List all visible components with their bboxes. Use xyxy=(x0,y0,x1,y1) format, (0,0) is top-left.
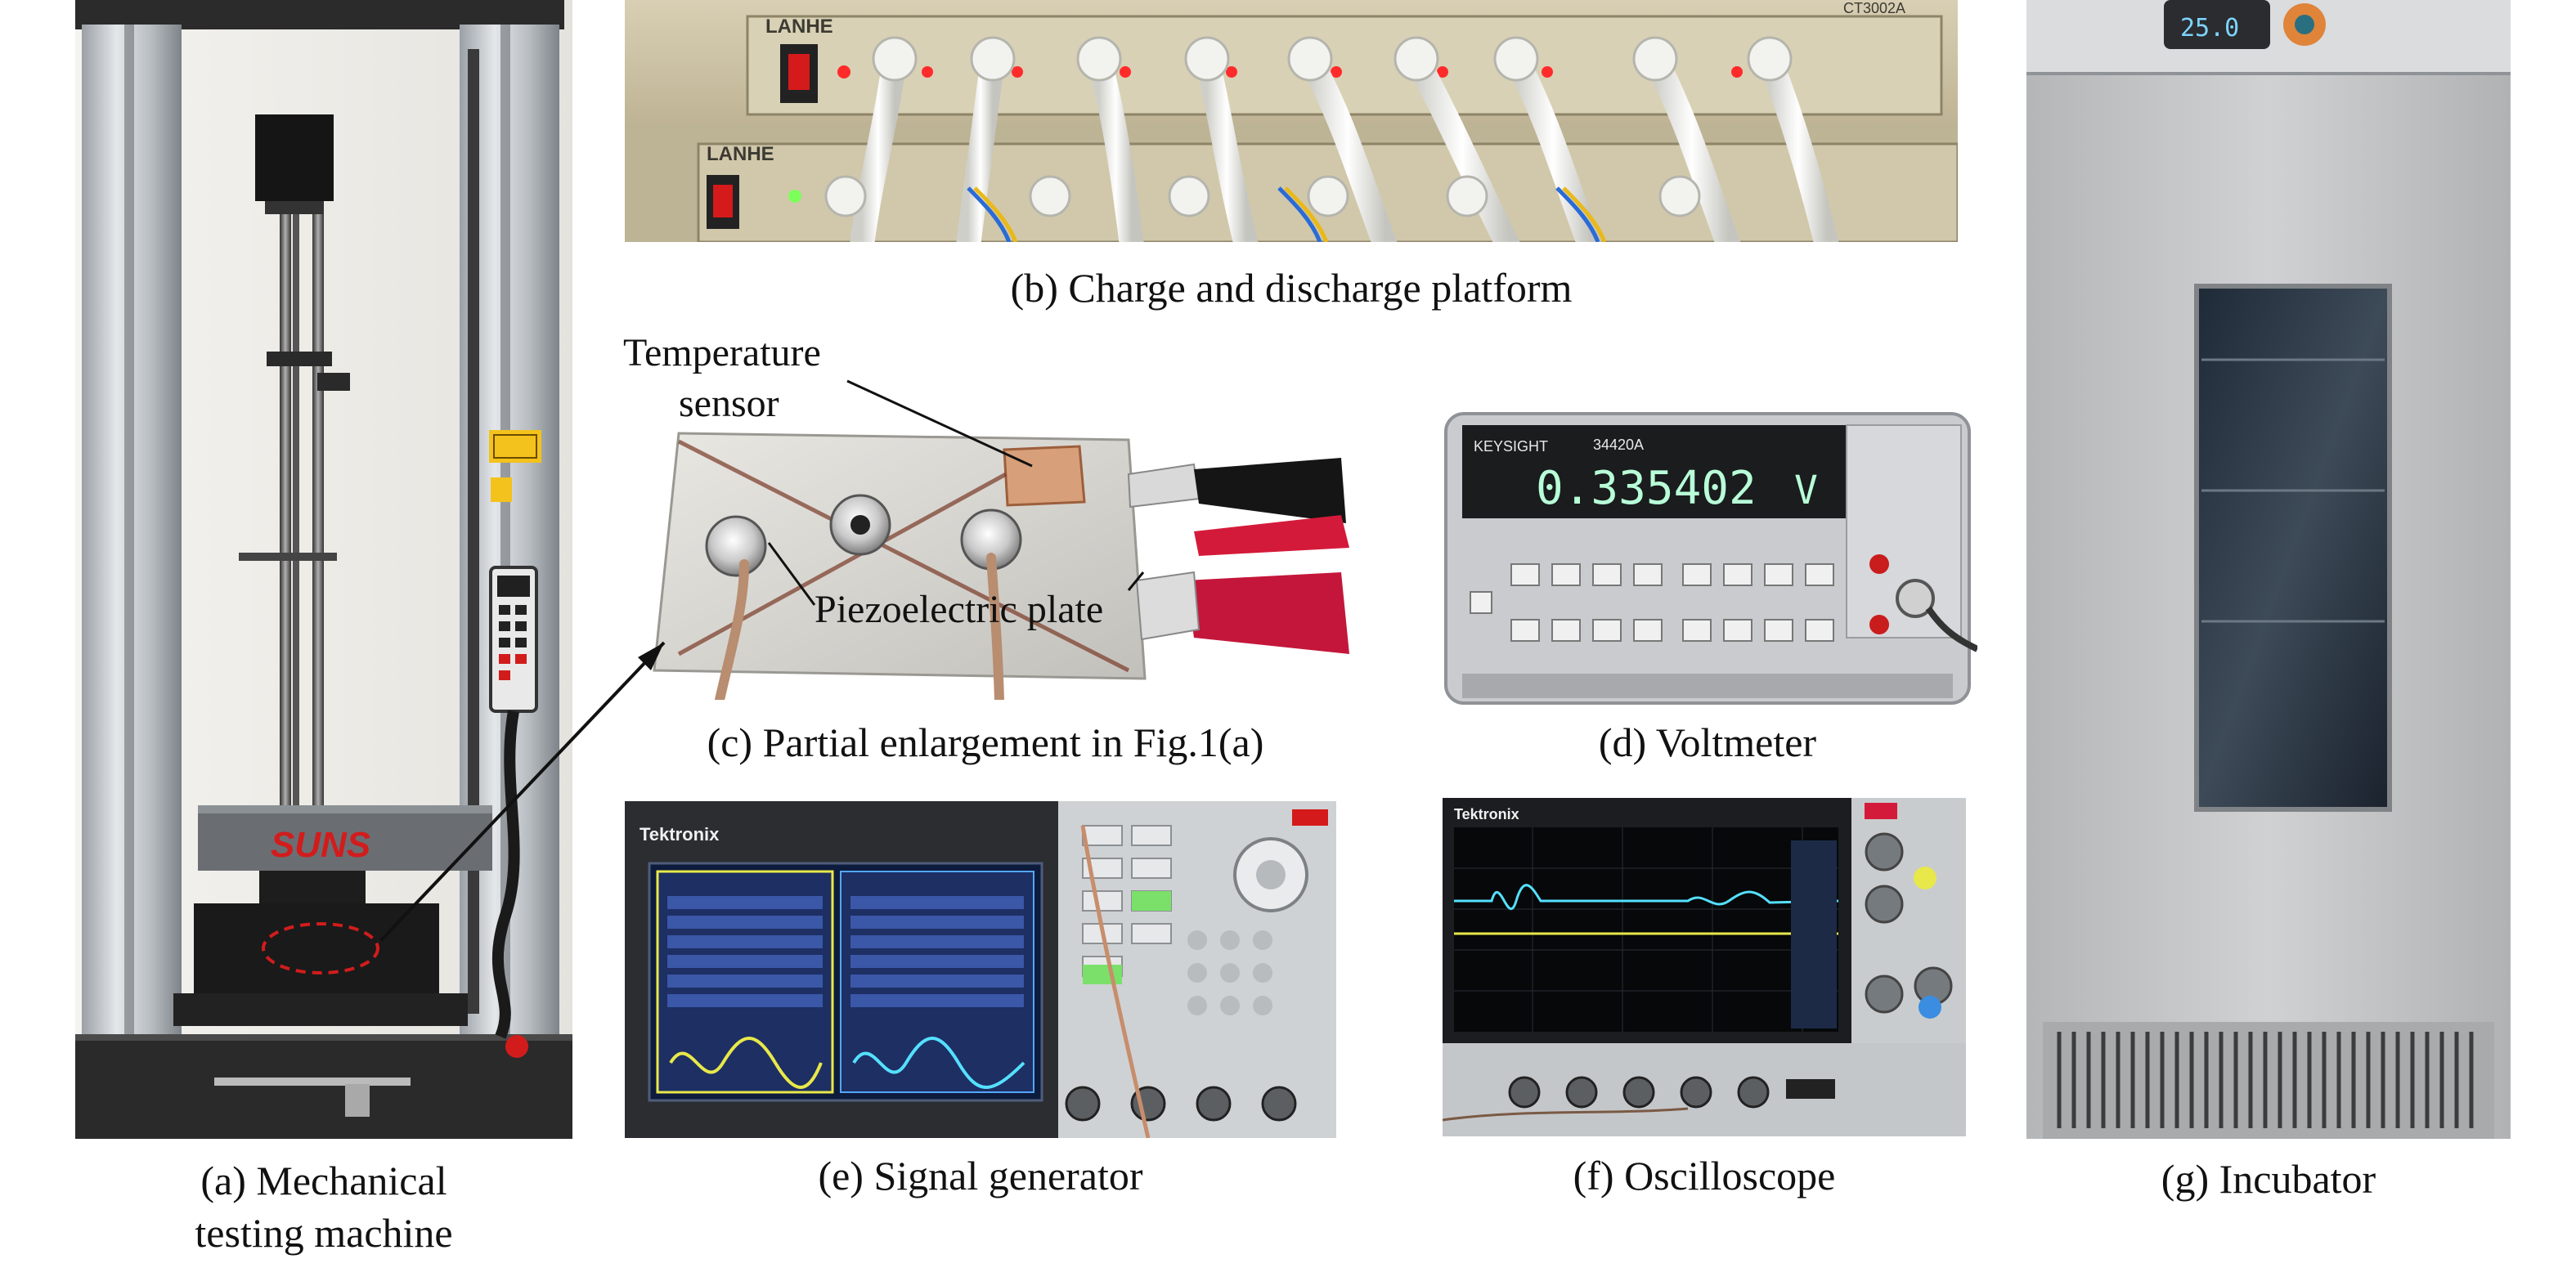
voltmeter-reading: 0.335402 xyxy=(1536,462,1757,515)
panel-incubator: 25.0 xyxy=(2026,0,2511,1139)
caption-a-line1: (a) Mechanical xyxy=(200,1158,447,1203)
osc-brand: Tektronix xyxy=(1454,806,1519,822)
battery-piezo-photo xyxy=(622,425,1349,700)
lanhe-bottom-brand: LANHE xyxy=(707,143,774,165)
lanhe-model-label: CT3002A xyxy=(1843,0,1905,16)
panel-signal-generator: Tektronix xyxy=(625,801,1336,1138)
signal-generator-photo: Tektronix xyxy=(625,801,1336,1138)
incubator-display: 25.0 xyxy=(2180,14,2239,43)
caption-a-line2: testing machine xyxy=(195,1210,453,1256)
voltmeter-model: 34420A xyxy=(1593,437,1644,453)
caption-f: (f) Oscilloscope xyxy=(1573,1153,1836,1199)
oscilloscope-photo: Tektronix xyxy=(1443,798,1966,1136)
machine-brand-logo: SUNS xyxy=(271,825,370,865)
caption-e: (e) Signal generator xyxy=(818,1153,1143,1199)
voltmeter-unit: V xyxy=(1794,468,1818,513)
caption-d: (d) Voltmeter xyxy=(1598,719,1817,765)
caption-b: (b) Charge and discharge platform xyxy=(1010,265,1573,311)
caption-g: (g) Incubator xyxy=(2161,1156,2376,1202)
annotation-piezoelectric-plate: Piezoelectric plate xyxy=(815,588,1104,631)
siggen-brand: Tektronix xyxy=(640,824,720,845)
voltmeter-photo: KEYSIGHT 34420A 0.335402 V xyxy=(1438,404,1977,713)
voltmeter-brand: KEYSIGHT xyxy=(1474,438,1548,455)
caption-c: (c) Partial enlargement in Fig.1(a) xyxy=(707,719,1264,765)
panel-partial-enlargement xyxy=(622,425,1349,700)
panel-oscilloscope: Tektronix xyxy=(1443,798,1966,1136)
incubator-photo: 25.0 xyxy=(2026,0,2511,1139)
annotation-temperature-line1: Temperature xyxy=(623,331,821,374)
panel-charge-discharge-platform: LANHE CT3002A LANHE xyxy=(625,0,1958,242)
charge-discharge-platform-photo: LANHE CT3002A LANHE xyxy=(625,0,1958,242)
panel-mechanical-testing-machine: SUNS xyxy=(75,0,572,1139)
mechanical-testing-machine-photo: SUNS xyxy=(75,0,572,1139)
annotation-temperature-line2: sensor xyxy=(679,382,779,425)
panel-voltmeter: KEYSIGHT 34420A 0.335402 V xyxy=(1438,404,1977,713)
lanhe-top-brand: LANHE xyxy=(765,16,833,38)
